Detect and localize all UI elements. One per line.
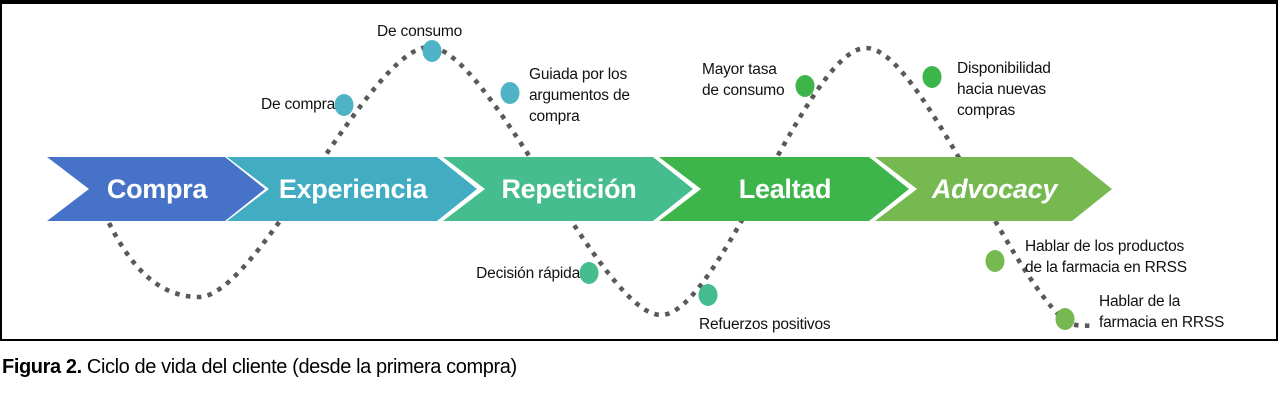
touchpoint-dot-mayor-tasa (795, 75, 815, 97)
touchpoint-label-refuerzos: Refuerzos positivos (699, 316, 831, 333)
stage-arrow-compra: Compra (47, 157, 265, 221)
stage-label-advocacy: Advocacy (931, 173, 1058, 204)
touchpoint-label-de-consumo: De consumo (377, 23, 463, 40)
touchpoint-dot-hablar-farmacia (1055, 308, 1075, 330)
touchpoint-label-guiada: Guiada por los argumentos de compra (529, 66, 630, 125)
stage-label-compra: Compra (106, 173, 208, 204)
figure-caption-number: Figura 2. (2, 356, 82, 378)
figure-caption-text: Ciclo de vida del cliente (desde la prim… (81, 356, 517, 378)
touchpoint-dot-de-consumo (422, 40, 442, 62)
stage-label-lealtad: Lealtad (738, 173, 832, 204)
stage-label-repeticion: Repetición (501, 173, 637, 204)
stage-arrow-experiencia: Experiencia (227, 157, 477, 221)
touchpoint-label-hablar-farmacia: Hablar de la farmacia en RRSS (1099, 293, 1225, 331)
figure-box: Compra Experiencia Repetición Lealtad Ad… (0, 0, 1278, 341)
touchpoint-dot-disponibilidad (922, 66, 942, 88)
touchpoint-label-decision-rapida: Decisión rápida (476, 265, 580, 282)
touchpoint-dot-refuerzos (698, 284, 718, 306)
touchpoint-dot-decision-rapida (579, 262, 599, 284)
touchpoint-label-hablar-productos: Hablar de los productos de la farmacia e… (1025, 238, 1187, 276)
touchpoint-dot-de-compra (334, 94, 354, 116)
stage-label-experiencia: Experiencia (278, 173, 428, 204)
touchpoint-label-de-compra: De compra (260, 96, 335, 113)
figure-caption: Figura 2. Ciclo de vida del cliente (des… (2, 356, 517, 379)
touchpoint-label-disponibilidad: Disponibilidad hacia nuevas compras (957, 60, 1051, 119)
touchpoint-label-mayor-tasa: Mayor tasa de consumo (702, 61, 785, 99)
touchpoint-dot-guiada (500, 82, 520, 104)
touchpoint-dot-hablar-productos (985, 250, 1005, 272)
